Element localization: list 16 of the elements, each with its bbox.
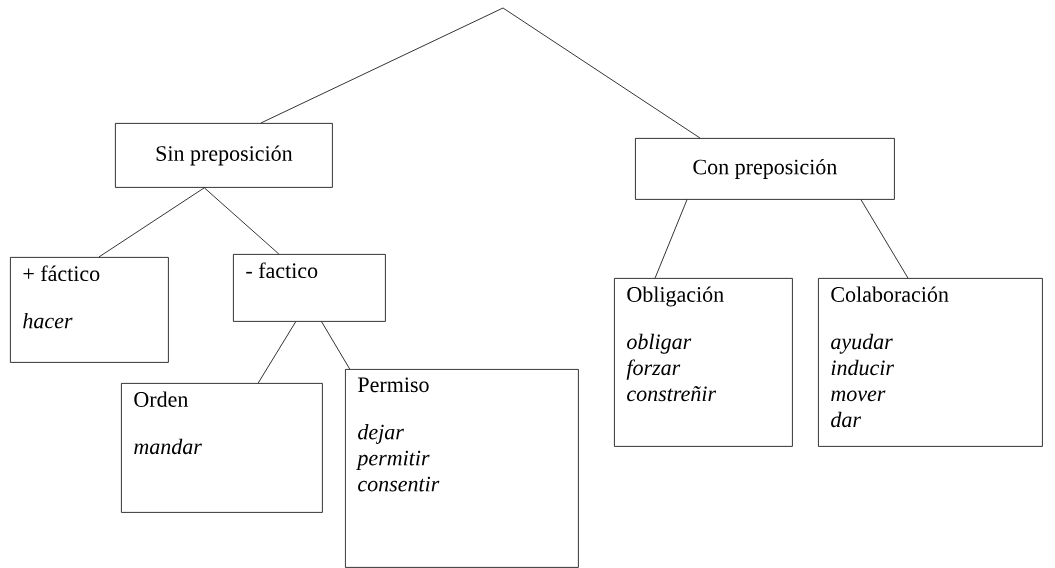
connector-line — [860, 199, 909, 279]
category-box: - factico — [233, 254, 386, 322]
connector-line — [98, 187, 205, 258]
category-box: Obligación obligar forzar constreñir — [614, 278, 793, 447]
category-box: Colaboración ayudar inducir mover dar — [818, 278, 1043, 447]
connector-line — [502, 7, 701, 139]
connector-line — [321, 321, 351, 370]
category-box: Sin preposición — [115, 123, 333, 188]
connector-line — [203, 187, 280, 255]
connector-line — [260, 7, 504, 124]
category-box: Permiso dejar permitir consentir — [345, 369, 579, 568]
connector-line — [257, 321, 297, 384]
connector-line — [654, 199, 688, 279]
category-box: Orden mandar — [121, 383, 323, 513]
category-box: + fáctico hacer — [10, 257, 169, 363]
category-box: Con preposición — [635, 138, 895, 200]
